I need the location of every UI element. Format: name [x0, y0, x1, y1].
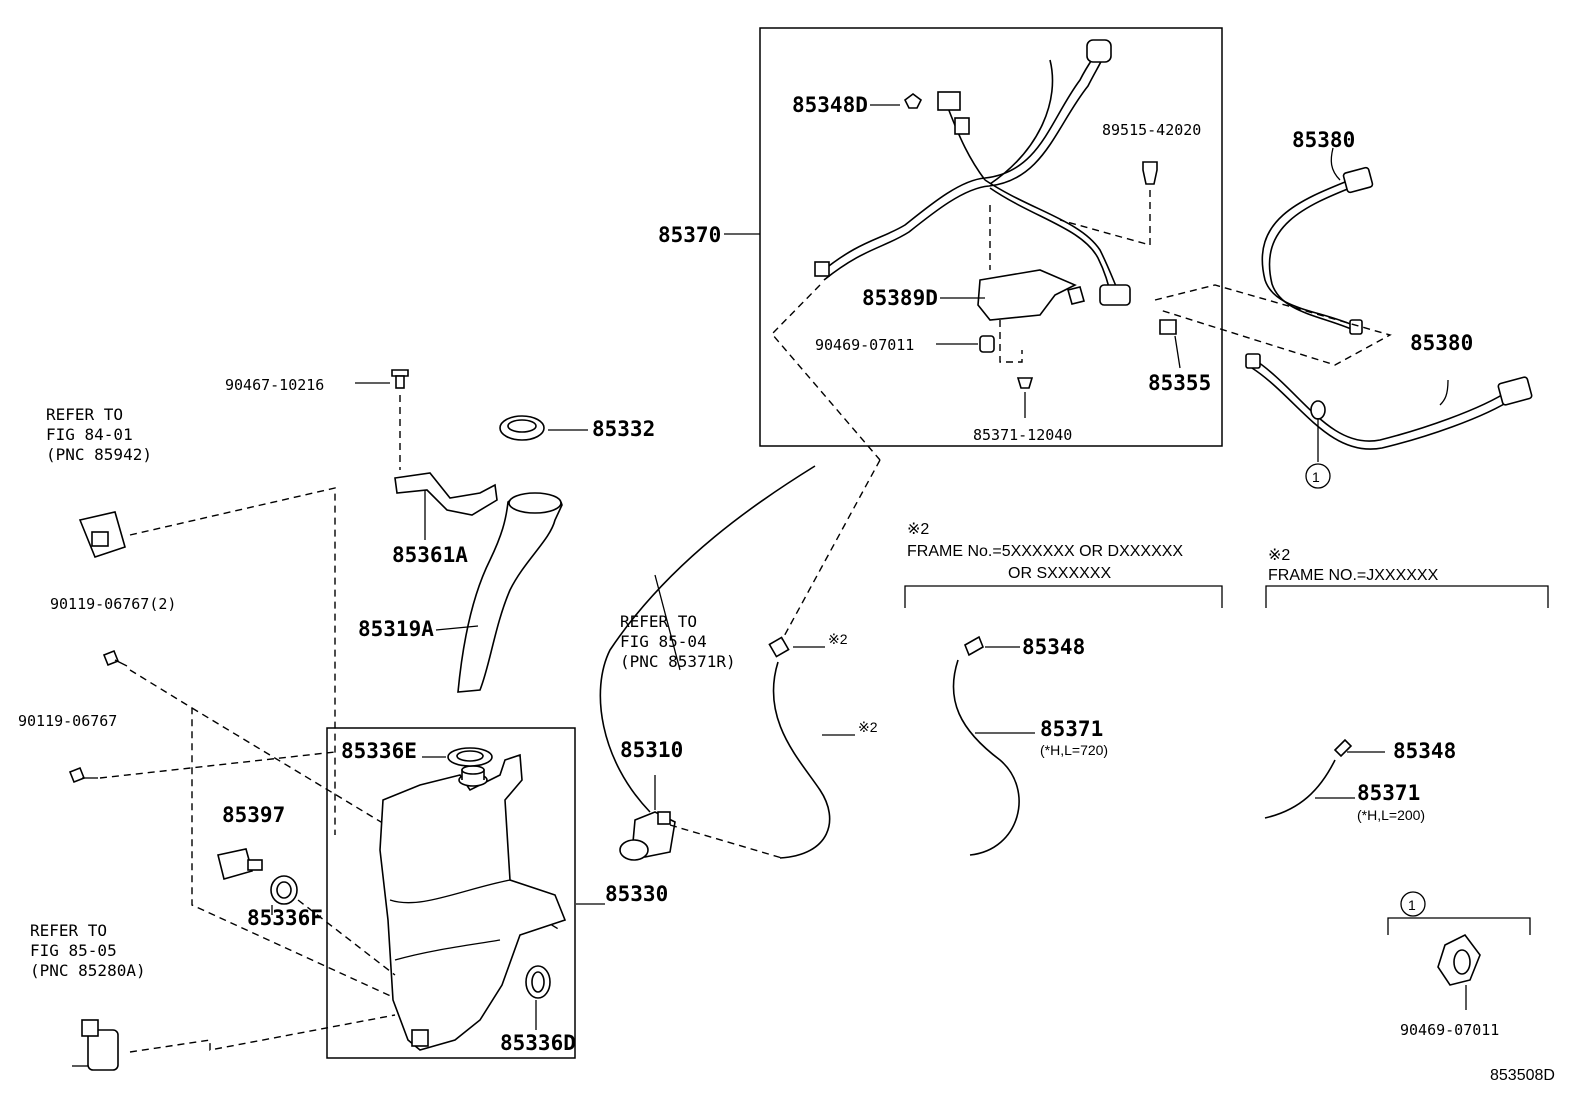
mark2-b: ※2 — [858, 719, 878, 735]
harness-group-box — [759, 27, 1223, 447]
frame2-line1: FRAME NO.=JXXXXXX — [1268, 567, 1439, 584]
mark2-a: ※2 — [828, 631, 848, 647]
grommet-85336F[interactable] — [270, 875, 298, 905]
filler-hose-85319A[interactable] — [457, 492, 563, 693]
bolt-90119-06767-2[interactable] — [102, 649, 128, 667]
clip-bracket — [1387, 917, 1531, 935]
refer1-line1: REFER TO — [46, 405, 123, 424]
refer1-line3: (PNC 85942) — [46, 445, 152, 464]
label-90469-07011-a: 90469-07011 — [815, 336, 914, 354]
sensor-85942[interactable] — [78, 511, 126, 558]
label-90119-06767-2: 90119-06767(2) — [50, 595, 176, 613]
label-85336F: 85336F — [247, 906, 323, 930]
label-90467-10216: 90467-10216 — [225, 376, 324, 394]
refer1-line2: FIG 84-01 — [46, 425, 133, 444]
label-85336E: 85336E — [341, 739, 417, 763]
pump-85280A[interactable] — [72, 1019, 119, 1071]
label-85371-12040: 85371-12040 — [973, 426, 1072, 444]
label-85380-upper: 85380 — [1292, 128, 1355, 152]
joint-85348-a[interactable] — [963, 635, 985, 657]
label-85310: 85310 — [620, 738, 683, 762]
diagram-id: 853508D — [1490, 1067, 1555, 1084]
label-90469-07011-b: 90469-07011 — [1400, 1021, 1499, 1039]
hose-85371R — [599, 465, 816, 813]
clip-90469-07011-a[interactable] — [979, 335, 995, 353]
label-85397: 85397 — [222, 803, 285, 827]
label-85371-a: 85371 — [1040, 717, 1103, 741]
label-85371-b: 85371 — [1357, 781, 1420, 805]
clip-85355[interactable] — [1159, 319, 1177, 335]
label-85319A: 85319A — [358, 617, 434, 641]
frame2-mark: ※2 — [1268, 547, 1290, 564]
note-len720: (*H,L=720) — [1040, 742, 1108, 758]
joint-85348-b[interactable] — [1333, 738, 1353, 758]
label-85348-a: 85348 — [1022, 635, 1085, 659]
circle-ref-1-a-text: 1 — [1312, 469, 1320, 485]
label-85361A: 85361A — [392, 543, 468, 567]
label-85380-lower: 85380 — [1410, 331, 1473, 355]
label-85355: 85355 — [1148, 371, 1211, 395]
frame1-line1: FRAME No.=5XXXXXX OR DXXXXXX — [907, 543, 1183, 560]
label-85348D: 85348D — [792, 93, 868, 117]
hose-85371-b[interactable] — [1264, 759, 1336, 819]
frame1-mark: ※2 — [907, 521, 929, 538]
clip-85348D[interactable] — [903, 93, 923, 109]
label-85389D: 85389D — [862, 286, 938, 310]
bracket-85361A[interactable] — [394, 472, 498, 516]
level-sensor-85397[interactable] — [217, 848, 263, 880]
clip-89515-42020[interactable] — [1142, 161, 1158, 185]
washer-motor-85310[interactable] — [619, 811, 676, 861]
wire-harness-85370[interactable] — [814, 39, 1131, 306]
label-85330: 85330 — [605, 882, 668, 906]
grommet-85336D[interactable] — [525, 965, 551, 999]
washer-tank-85330[interactable] — [379, 753, 567, 1051]
cap-85332[interactable] — [499, 415, 545, 441]
circle-ref-1-b — [1400, 891, 1426, 917]
hose-mark2[interactable] — [768, 636, 831, 859]
note-len200: (*H,L=200) — [1357, 807, 1425, 823]
clip-85371-12040[interactable] — [1016, 377, 1034, 389]
label-85370: 85370 — [658, 223, 721, 247]
frame1-line2: OR SXXXXXX — [1008, 565, 1111, 582]
label-85336D: 85336D — [500, 1031, 576, 1055]
refer3-line1: REFER TO — [30, 921, 107, 940]
refer2-line3: (PNC 85371R) — [620, 652, 736, 671]
label-89515-42020: 89515-42020 — [1102, 121, 1201, 139]
frame1-bracket — [904, 585, 1223, 608]
hose-85371-a[interactable] — [952, 659, 1020, 856]
refer3-line3: (PNC 85280A) — [30, 961, 146, 980]
bolt-90119-06767[interactable] — [68, 766, 98, 784]
refer2-line1: REFER TO — [620, 612, 697, 631]
tank-group-box — [326, 727, 576, 1059]
refer2-line2: FIG 85-04 — [620, 632, 707, 651]
label-85348-b: 85348 — [1393, 739, 1456, 763]
clip-90469-07011-b[interactable] — [1437, 933, 1481, 986]
label-90119-06767: 90119-06767 — [18, 712, 117, 730]
frame2-bracket — [1265, 585, 1549, 608]
screw-90467-10216[interactable] — [391, 369, 409, 389]
circle-ref-1-a — [1305, 463, 1331, 489]
bracket-85389D[interactable] — [977, 269, 1085, 321]
label-85332: 85332 — [592, 417, 655, 441]
refer3-line2: FIG 85-05 — [30, 941, 117, 960]
circle-ref-1-b-text: 1 — [1408, 897, 1416, 913]
harness-85380-lower[interactable] — [1245, 353, 1533, 450]
grommet-85336E[interactable] — [447, 747, 493, 767]
harness-85380-upper[interactable] — [1261, 166, 1374, 335]
